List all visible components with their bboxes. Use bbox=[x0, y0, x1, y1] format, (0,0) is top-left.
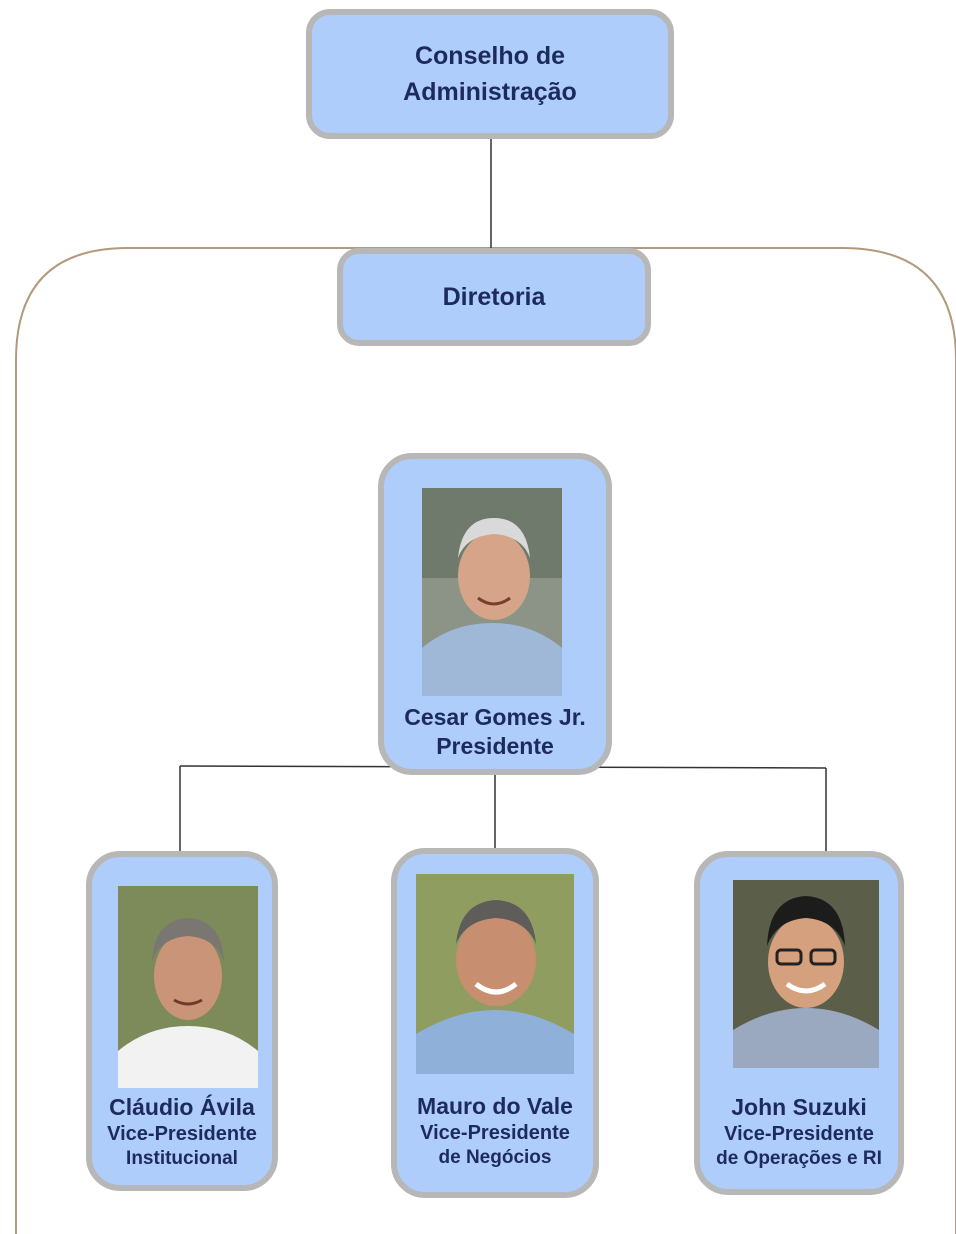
president-card: Cesar Gomes Jr. Presidente bbox=[378, 453, 612, 775]
board-box: Conselho de Administração bbox=[306, 9, 674, 139]
diretoria-title: Diretoria bbox=[442, 283, 546, 311]
vp-photo-claudio bbox=[118, 886, 258, 1088]
president-photo bbox=[422, 488, 562, 696]
vp-name-mauro: Mauro do Vale bbox=[417, 1093, 573, 1119]
vp-name-john: John Suzuki bbox=[731, 1094, 867, 1120]
vp-label-mauro: Mauro do Vale Vice-Presidente de Negócio… bbox=[397, 1092, 593, 1170]
vp-photo-mauro bbox=[416, 874, 574, 1074]
vp-role-john: Vice-Presidente bbox=[724, 1122, 874, 1145]
vp-area-john: de Operações e RI bbox=[716, 1147, 882, 1169]
diretoria-box: Diretoria bbox=[337, 248, 651, 346]
president-label: Cesar Gomes Jr. Presidente bbox=[384, 703, 606, 761]
vp-photo-john bbox=[733, 880, 879, 1068]
president-role: Presidente bbox=[436, 732, 554, 759]
president-name: Cesar Gomes Jr. bbox=[404, 704, 586, 730]
board-title-line2: Administração bbox=[403, 78, 577, 106]
vp-card-mauro: Mauro do Vale Vice-Presidente de Negócio… bbox=[391, 848, 599, 1198]
vp-area-claudio: Institucional bbox=[126, 1147, 238, 1169]
vp-name-claudio: Cláudio Ávila bbox=[109, 1094, 255, 1120]
vp-card-claudio: Cláudio Ávila Vice-Presidente Institucio… bbox=[86, 851, 278, 1191]
vp-label-claudio: Cláudio Ávila Vice-Presidente Institucio… bbox=[92, 1093, 272, 1171]
vp-card-john: John Suzuki Vice-Presidente de Operações… bbox=[694, 851, 904, 1195]
vp-label-john: John Suzuki Vice-Presidente de Operações… bbox=[700, 1093, 898, 1171]
vp-role-mauro: Vice-Presidente bbox=[420, 1121, 570, 1144]
vp-area-mauro: de Negócios bbox=[438, 1146, 552, 1168]
board-title-line1: Conselho de bbox=[414, 42, 565, 70]
vp-role-claudio: Vice-Presidente bbox=[107, 1122, 257, 1145]
